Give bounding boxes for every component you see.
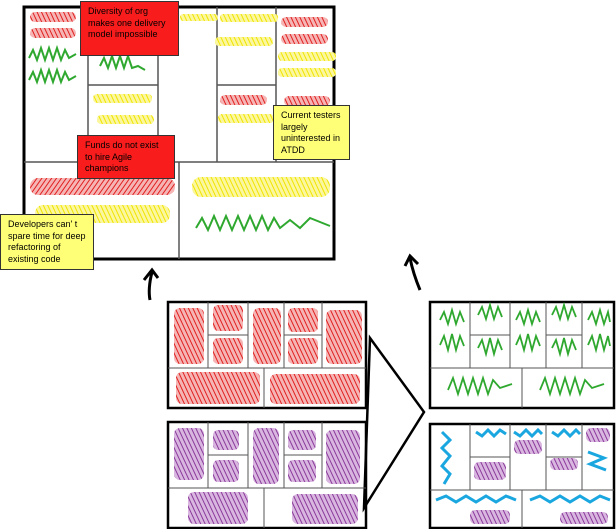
main-canvas-scribbles bbox=[30, 12, 336, 223]
green-canvas bbox=[428, 300, 616, 410]
note-funds: Funds do not exist to hire Agile champio… bbox=[77, 135, 175, 179]
green-scribbles bbox=[28, 44, 331, 233]
note-diversity: Diversity of org makes one delivery mode… bbox=[80, 1, 179, 56]
arrow-up-left bbox=[142, 267, 160, 301]
note-developers: Developers can' t spare time for deep re… bbox=[0, 214, 94, 270]
arrow-up-right bbox=[403, 253, 422, 291]
triangle-arrow bbox=[362, 334, 426, 513]
mixed-canvas bbox=[428, 422, 616, 529]
red-canvas bbox=[166, 300, 368, 410]
note-testers: Current testers largely uninterested in … bbox=[273, 105, 350, 160]
purple-canvas bbox=[166, 420, 368, 529]
